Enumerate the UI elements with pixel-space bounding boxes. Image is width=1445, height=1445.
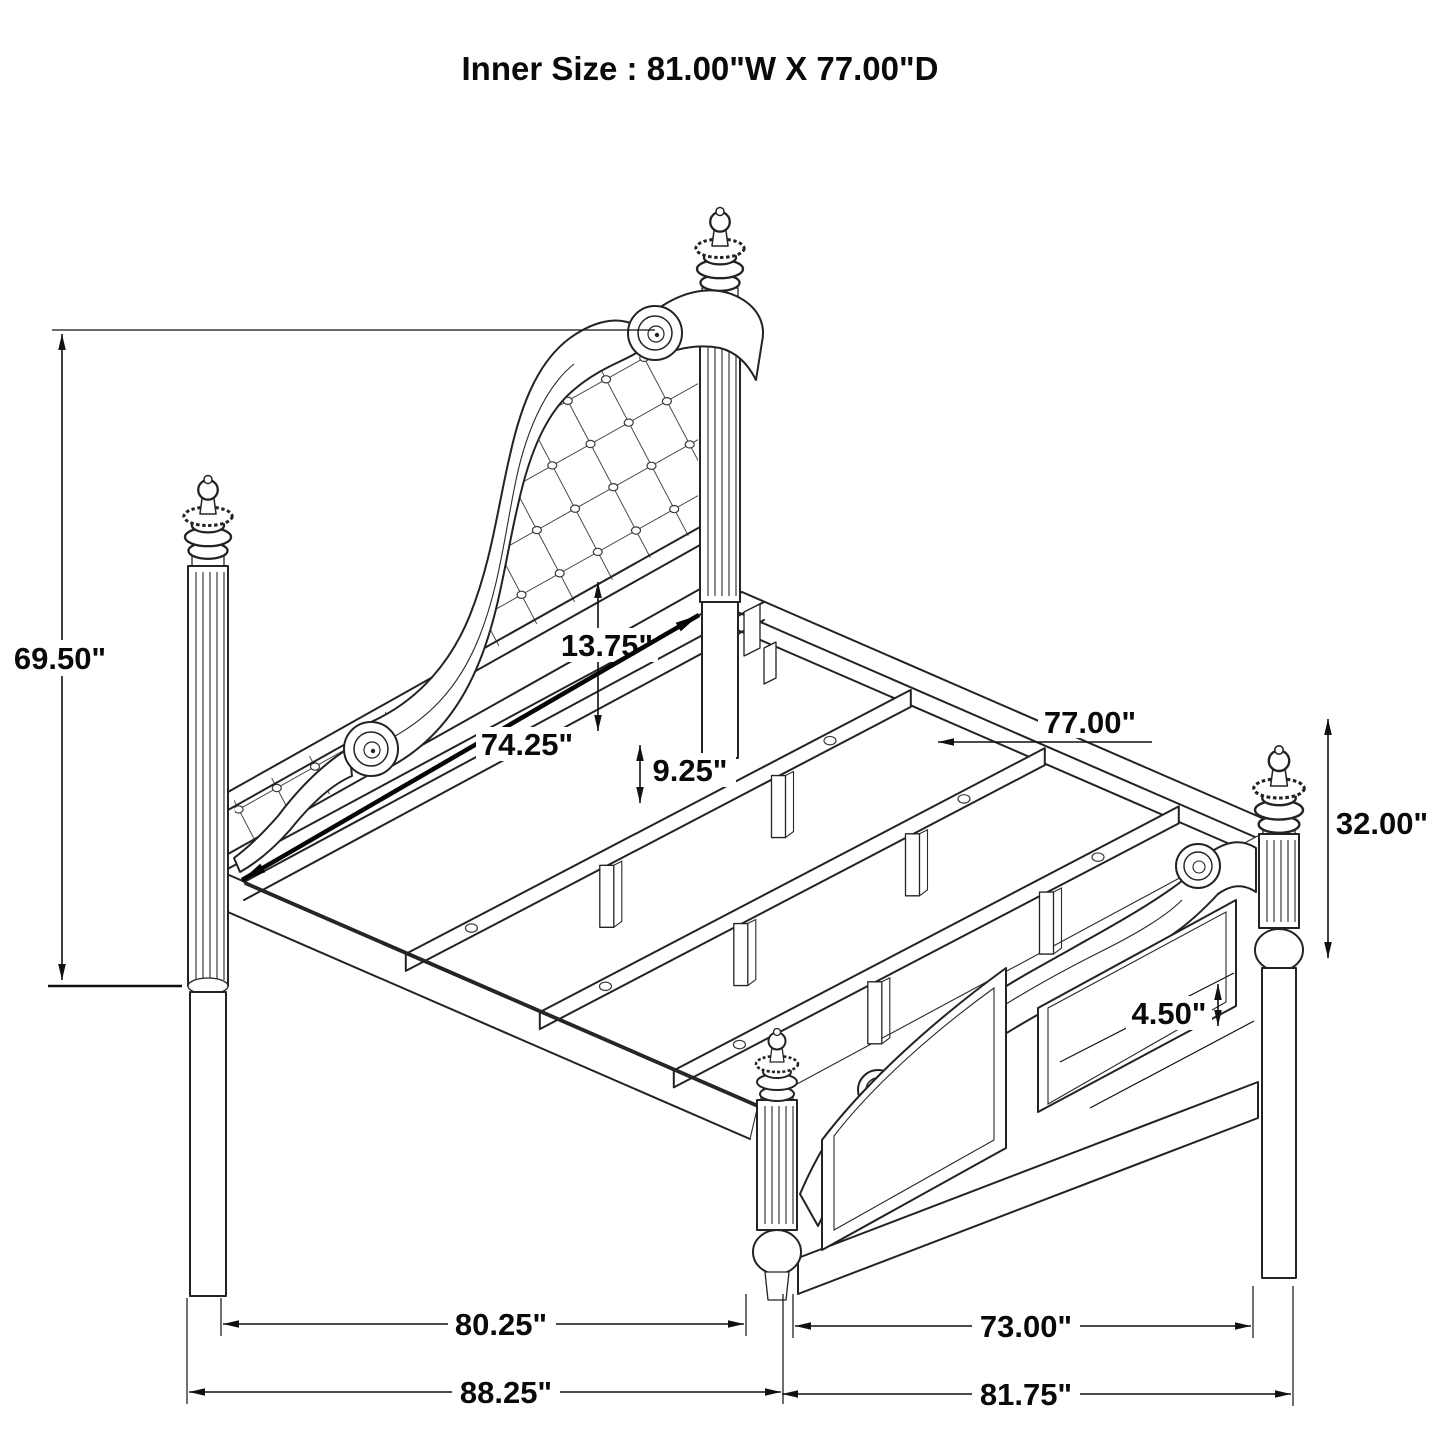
dim-label-overall-length: 88.25" [460, 1375, 552, 1410]
screw-hole [957, 794, 971, 804]
crown-left-volute-icon [343, 721, 399, 777]
dim-label-footboard-height: 32.00" [1336, 806, 1428, 841]
screw-hole [823, 735, 837, 746]
headboard-drawing [182, 205, 764, 1297]
tufted-panel [234, 350, 698, 854]
dim-label-side-rail: 77.00" [1044, 705, 1136, 740]
screw-hole [464, 923, 479, 933]
dim-label-rail-thickness: 4.50" [1131, 996, 1206, 1031]
drawing-title: Inner Size : 81.00"W X 77.00"D [462, 50, 939, 87]
slat-leg [867, 981, 883, 1045]
dim-label-headboard-to-footboard: 80.25" [455, 1307, 547, 1342]
dim-label-panel-drop: 13.75" [561, 628, 653, 663]
footboard-bottom-rail [797, 1081, 1259, 1295]
headboard-right-post [694, 205, 746, 759]
dim-label-footboard-inner-width: 73.00" [980, 1309, 1072, 1344]
dim-label-slat-rail-length: 74.25" [481, 727, 573, 762]
slat-leg [1038, 891, 1055, 955]
dim-label-headboard-height: 69.50" [14, 641, 106, 676]
screw-hole [732, 1039, 747, 1050]
dim-label-leg-height: 9.25" [652, 753, 727, 788]
slat-leg [733, 922, 749, 987]
crown-right-volute-icon [627, 305, 683, 361]
slat-leg-side [881, 976, 891, 1045]
footboard-left-post [752, 1027, 802, 1301]
crown-right-wing [661, 289, 764, 381]
slat-leg-side [785, 770, 795, 838]
footboard-right-post [1252, 744, 1306, 1279]
slat [672, 805, 1180, 1089]
dimension-annotations: 69.50" 13.75" 74.25" 9.25" 77.00" 32.00"… [6, 329, 1436, 1412]
footboard-right-volute-icon [1175, 843, 1221, 889]
headboard-left-post [182, 473, 234, 1297]
footboard-drawing [752, 744, 1306, 1301]
slat-leg-side [1053, 887, 1063, 955]
slat-leg [770, 774, 787, 839]
slat-leg-side [747, 918, 757, 986]
dim-label-overall-width: 81.75" [980, 1377, 1072, 1412]
screw-hole [1091, 852, 1105, 862]
slat [538, 747, 1046, 1031]
footboard-left-panel [821, 967, 1007, 1251]
slat-leg-side [613, 860, 623, 928]
slat-leg [904, 833, 921, 897]
screw-hole [598, 981, 613, 992]
slat-leg [599, 864, 615, 928]
slat-leg-side [919, 828, 929, 897]
